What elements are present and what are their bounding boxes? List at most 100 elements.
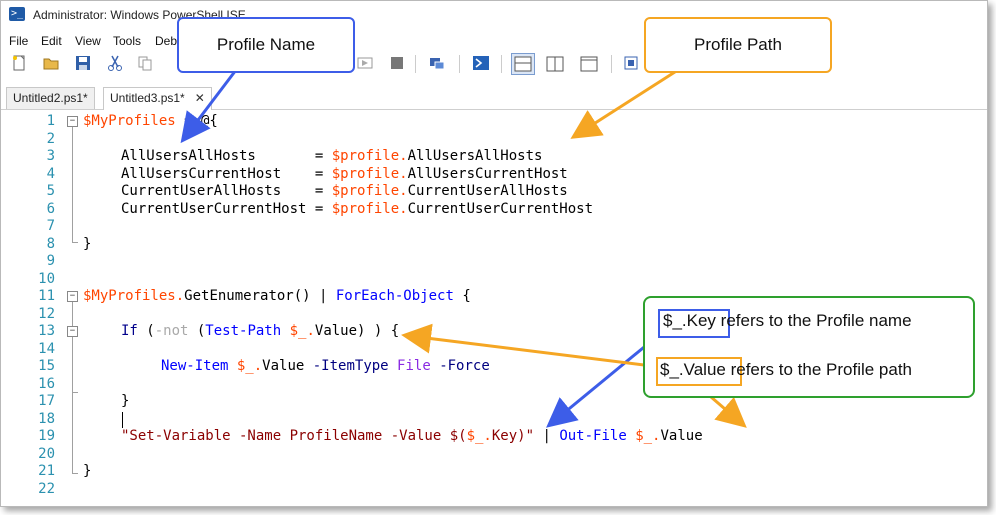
token: Out-File [559,428,627,444]
line-number: 9 [46,253,55,269]
value-description: refers to the Profile path [725,360,913,379]
key-description: refers to the Profile name [715,311,912,330]
layout-maximized-icon[interactable] [579,55,599,73]
line-number: 15 [38,358,55,374]
token: CurrentUserAllHosts [121,183,315,199]
token: CurrentUserCurrentHost [121,200,315,217]
powershell-console-icon[interactable] [473,55,489,71]
collapse-region-icon[interactable]: − [67,326,78,337]
menu-edit[interactable]: Edit [41,34,62,48]
tab-untitled2[interactable]: Untitled2.ps1* [6,87,95,109]
token [389,358,397,374]
token: $profile. [331,183,408,199]
cut-icon[interactable] [107,55,123,71]
command-addon-icon[interactable] [623,55,639,71]
new-file-icon[interactable] [11,55,27,71]
token: "Set-Variable -Name ProfileName -Value $… [121,428,467,444]
token: $profile. [331,148,408,164]
token: $MyProfiles. [83,288,185,304]
fold-guide [72,392,78,393]
remote-tab-icon[interactable] [429,55,445,71]
token [627,428,635,444]
token: Value [660,428,703,444]
script-tabs: Untitled2.ps1* Untitled3.ps1* ✕ [1,85,987,110]
token: Key)" [491,428,535,444]
line-number: 8 [46,235,55,252]
open-folder-icon[interactable] [43,55,59,71]
collapse-region-icon[interactable]: − [67,116,78,127]
token: CurrentUserCurrentHost [407,200,594,217]
legend-value-line: $_.Value refers to the Profile path [660,360,912,380]
save-icon[interactable] [75,55,91,71]
code-line-1: $MyProfiles = @{ [83,113,218,129]
value-highlight [656,357,742,386]
token: AllUsersAllHosts [407,148,543,164]
layout-top-icon[interactable] [511,53,535,75]
title-bar: >_ Administrator: Windows PowerShell ISE [1,1,987,31]
line-number: 19 [38,428,55,444]
legend-box: $_.Key refers to the Profile name $_.Val… [643,296,975,398]
run-selection-icon[interactable] [357,55,373,71]
fold-guide [72,242,78,243]
powershell-icon: >_ [9,7,25,21]
line-number: 2 [46,130,55,147]
line-number: 13 [38,323,55,339]
collapse-region-icon[interactable]: − [67,291,78,302]
line-number: 17 [38,393,55,409]
token: AllUsersCurrentHost [407,165,568,182]
stop-icon[interactable] [389,55,405,71]
copy-icon[interactable] [137,55,153,71]
token: -Force [439,358,490,374]
close-icon[interactable]: ✕ [194,91,205,105]
line-number: 20 [38,445,55,462]
token: Value) ) { [314,323,400,339]
line-number: 21 [38,463,55,479]
value-token: $_.Value [660,360,726,379]
token: AllUsersAllHosts [121,148,315,164]
line-number: 1 [46,113,55,129]
token: = [314,200,332,217]
code-line-19: "Set-Variable -Name ProfileName -Value $… [121,428,703,444]
text-cursor [122,412,123,428]
code-line-6: CurrentUserCurrentHost = $profile.Curren… [121,201,593,217]
layout-right-icon[interactable] [545,55,565,73]
token [281,323,289,339]
tab-label: Untitled3.ps1* [110,91,185,105]
token: | [319,288,336,304]
line-number: 10 [38,270,55,287]
line-number: 16 [38,375,55,392]
line-number: 14 [38,340,55,357]
code-line-4: AllUsersCurrentHost = $profile.AllUsersC… [121,166,568,182]
line-number: 3 [46,148,55,164]
code-line-21: } [83,463,92,479]
token: GetEnumerator() [184,288,320,304]
toolbar-separator [415,55,416,73]
code-line-3: AllUsersAllHosts = $profile.AllUsersAllH… [121,148,542,164]
fold-guide [72,127,73,243]
token: ForEach-Object [335,288,454,304]
fold-guide [72,302,73,474]
token: = [314,165,332,182]
token: $profile. [331,165,408,182]
legend-key-line: $_.Key refers to the Profile name [663,311,912,331]
menu-file[interactable]: File [9,34,29,48]
token: = [314,183,332,199]
token: ( [137,323,155,339]
token: $profile. [331,200,408,217]
token: File [397,358,431,374]
tab-untitled3[interactable]: Untitled3.ps1* ✕ [103,87,212,110]
line-number: 11 [38,288,55,304]
toolbar-separator [501,55,502,73]
line-number: 12 [38,305,55,322]
code-line-11: $MyProfiles.GetEnumerator() | ForEach-Ob… [83,288,471,304]
powershell-ise-window: >_ Administrator: Windows PowerShell ISE… [0,0,988,507]
token: { [453,288,471,304]
token: $_. [289,323,315,339]
menu-debug[interactable]: Deb [155,34,178,48]
token: $_. [236,358,263,374]
token: $MyProfiles [83,113,176,129]
menu-view[interactable]: View [75,34,101,48]
tab-label: Untitled2.ps1* [13,91,88,105]
menu-tools[interactable]: Tools [113,34,142,48]
code-line-13: If (-not (Test-Path $_.Value) ) { [121,323,399,339]
